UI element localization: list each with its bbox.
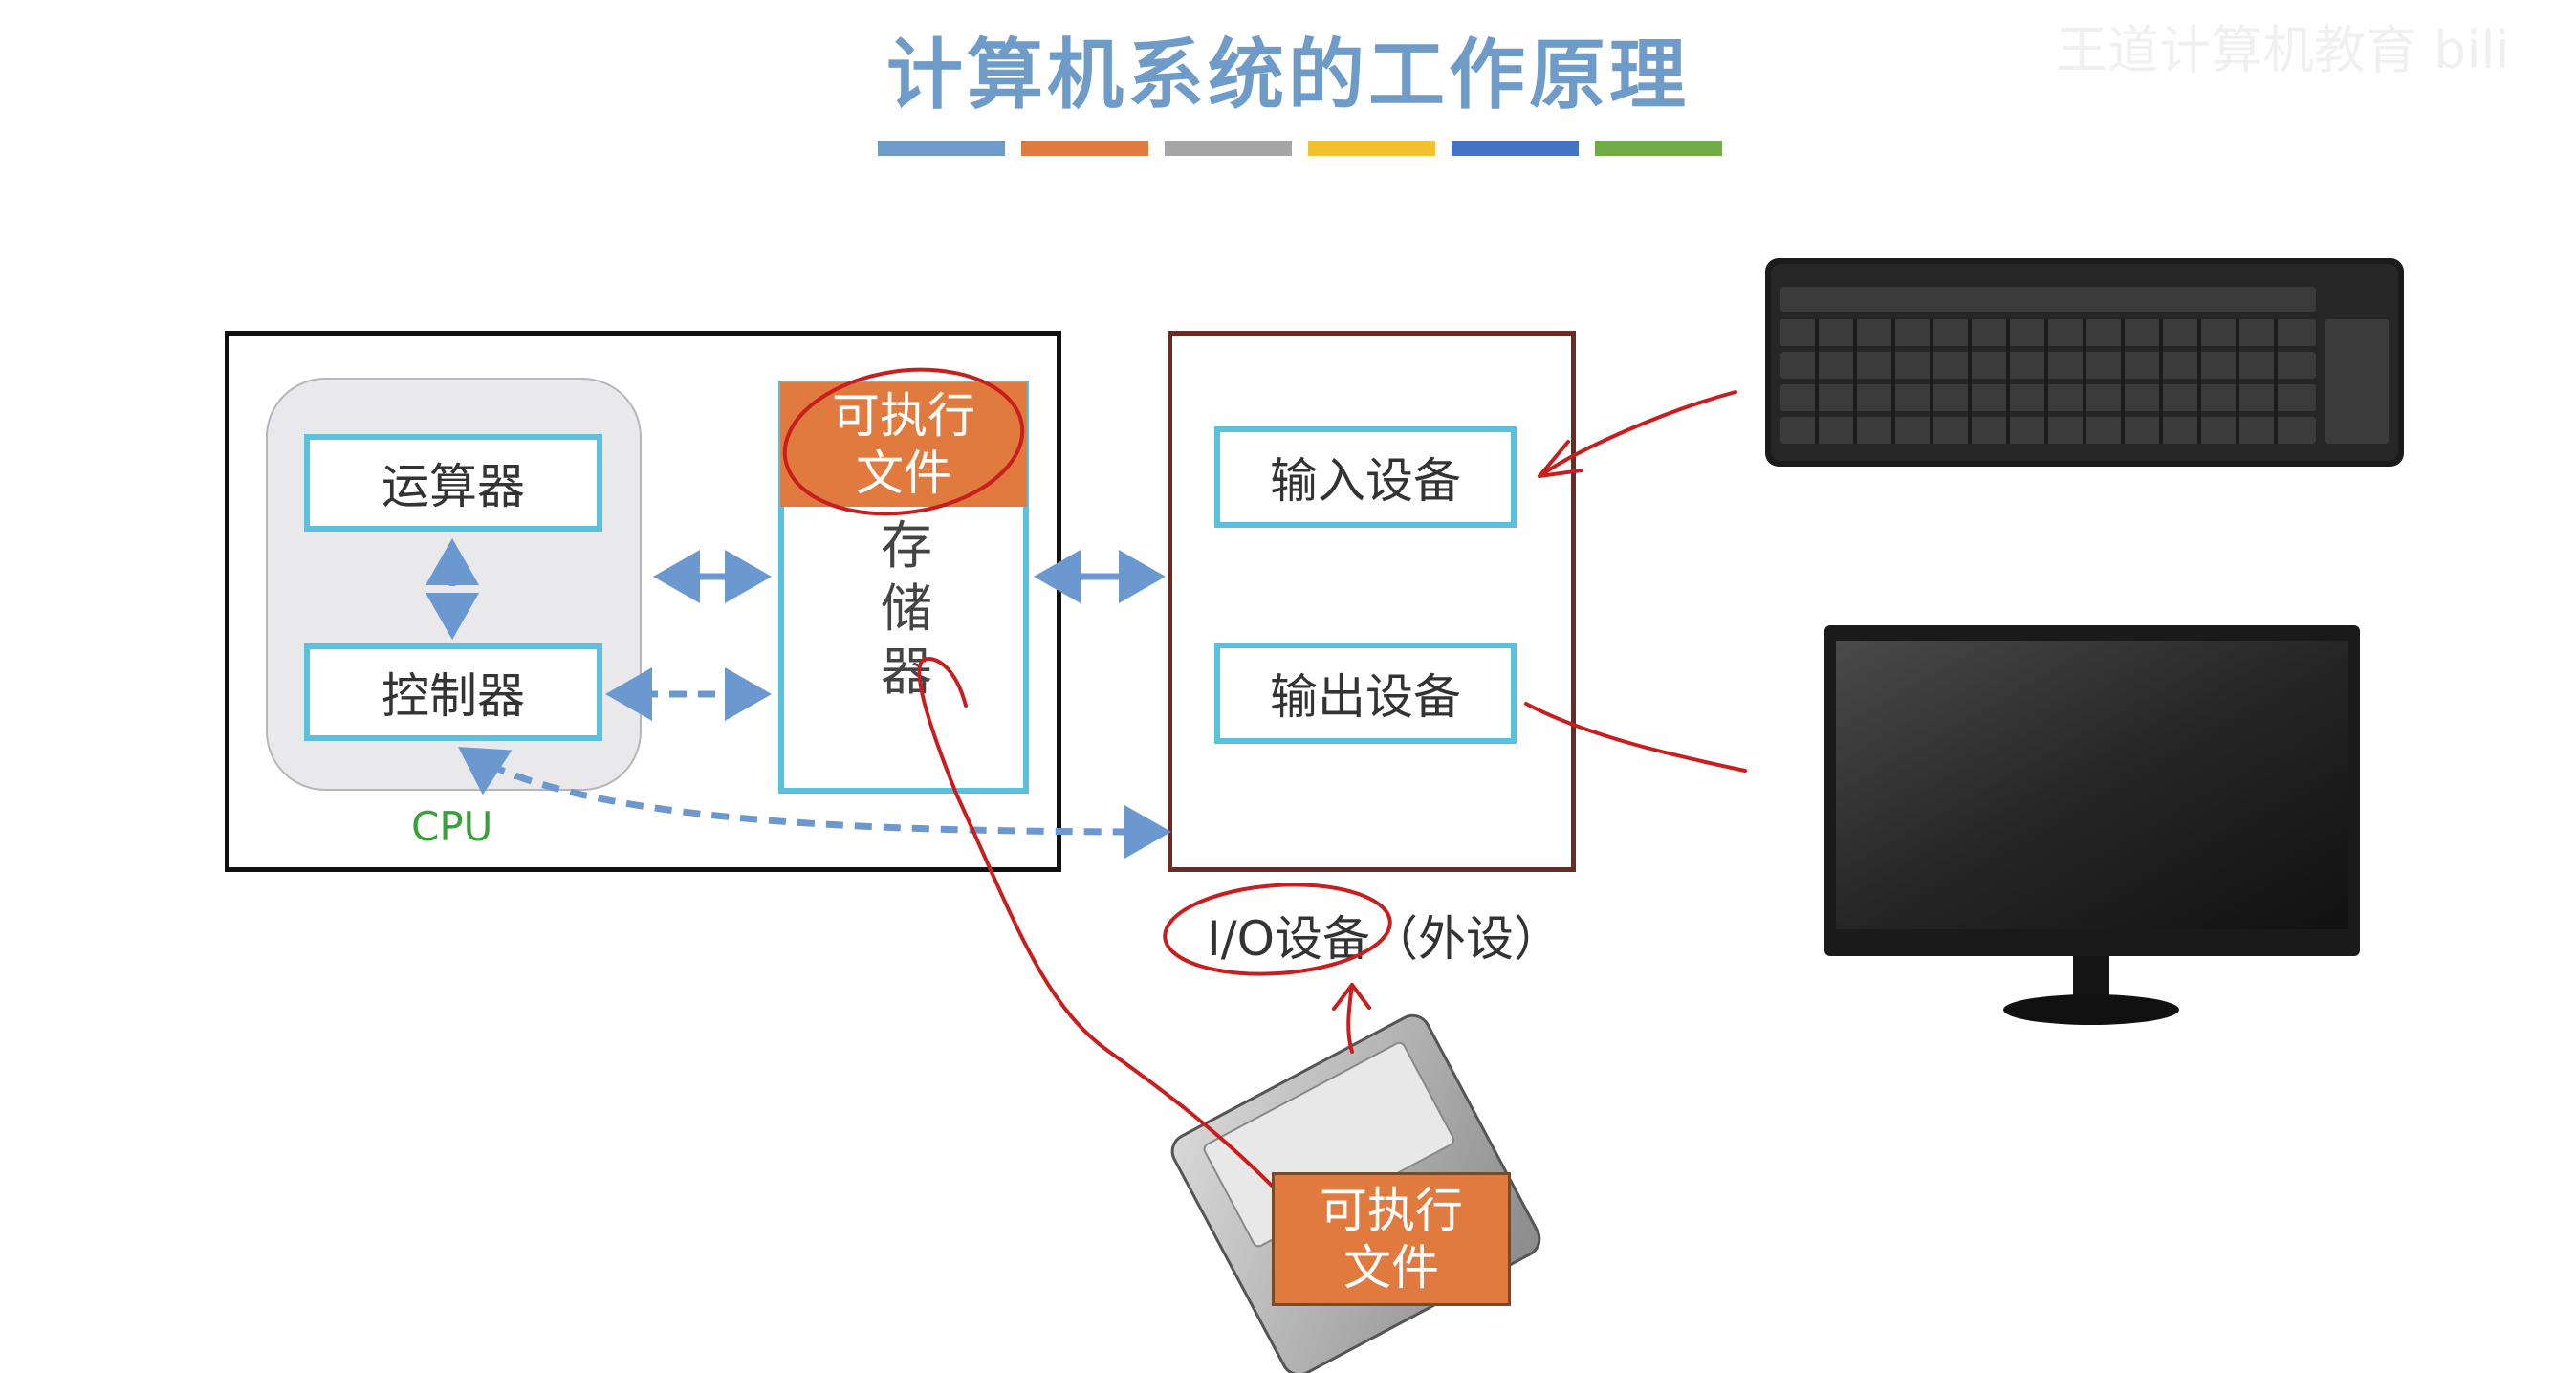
color-bar [1021,141,1148,156]
color-bar [1595,141,1722,156]
color-bar-row [878,141,1722,156]
memory-char: 储 [881,578,932,639]
color-bar [1165,141,1292,156]
monitor-icon [1824,625,2360,1025]
memory-char: 存 [881,515,932,576]
color-bar [1452,141,1579,156]
memory-char: 器 [881,642,932,702]
io-box [1168,331,1576,872]
file-label-line1: 可执行 [1320,1183,1463,1238]
alu-box: 运算器 [304,434,602,532]
color-bar [1308,141,1435,156]
output-device-box: 输出设备 [1214,643,1517,744]
file-label-line1: 可执行 [832,388,975,444]
executable-file-in-memory: 可执行 文件 [780,382,1027,507]
control-unit-box: 控制器 [304,643,602,741]
keyboard-icon [1765,258,2404,467]
watermark: 王道计算机教育 bili [2056,20,2510,80]
input-device-box: 输入设备 [1214,426,1517,528]
file-label-line2: 文件 [856,446,951,501]
color-bar [878,141,1005,156]
executable-file-on-disk: 可执行 文件 [1272,1172,1511,1306]
page-title: 计算机系统的工作原理 [886,31,1690,120]
file-label-line2: 文件 [1343,1240,1439,1296]
